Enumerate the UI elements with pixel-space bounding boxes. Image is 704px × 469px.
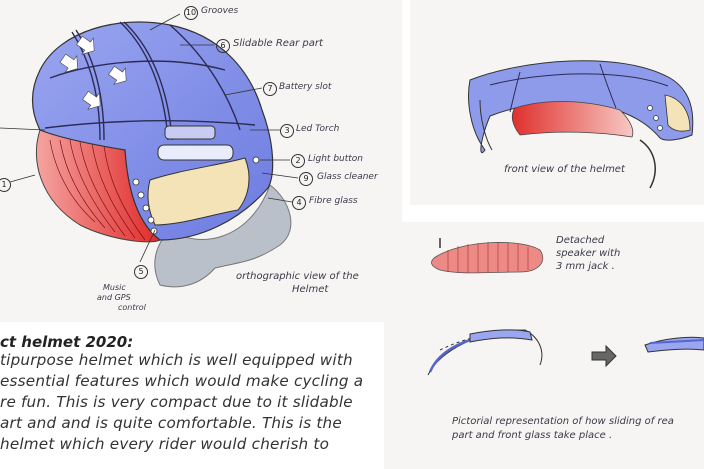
battery-slot: [164, 125, 216, 140]
light-button: [252, 156, 260, 164]
callout-6-label: Slidable Rear part: [233, 38, 323, 49]
front-view-caption: front view of the helmet: [504, 164, 625, 175]
description-title: ct helmet 2020:: [0, 333, 134, 351]
callout-2-badge: 2: [291, 154, 305, 168]
callout-5-badge: 5: [134, 265, 148, 279]
fibre-glass-shield: [154, 184, 292, 288]
callout-9-label: Glass cleaner: [317, 172, 378, 182]
description-line-4: art and and is quite comfortable. This i…: [0, 414, 342, 432]
speaker-caption-1: Detached: [556, 235, 605, 246]
pictorial-caption-1: Pictorial representation of how sliding …: [452, 416, 674, 427]
callout-1-badge: 1: [0, 178, 11, 192]
front-glass: [147, 157, 250, 226]
sliding-representation-drawing: [427, 329, 704, 376]
description-line-1: tipurpose helmet which is well equipped …: [0, 351, 353, 369]
callout-3-badge: 3: [280, 124, 294, 138]
callout-10-label: Grooves: [201, 6, 239, 16]
description-line-5: helmet which every rider would cherish t…: [0, 435, 330, 453]
ortho-caption-line1: orthographic view of the: [236, 271, 359, 282]
callout-5-label-2: and GPS: [97, 293, 131, 302]
description-line-2: essential features which would make cycl…: [0, 372, 364, 390]
callout-9-badge: 9: [299, 172, 313, 186]
callout-6-badge: 6: [216, 39, 230, 53]
callout-5-label-3: control: [118, 303, 146, 312]
led-torch: [157, 144, 234, 161]
detached-speaker-drawing: [431, 238, 544, 274]
callout-4-badge: 4: [292, 196, 306, 210]
callout-4-label: Fibre glass: [309, 196, 358, 206]
callout-7-badge: 7: [263, 82, 277, 96]
speaker-caption-2: speaker with: [556, 248, 621, 259]
ortho-caption-line2: Helmet: [292, 284, 329, 295]
callout-10-badge: 10: [184, 6, 198, 20]
callout-7-label: Battery slot: [279, 82, 332, 92]
description-line-3: re fun. This is very compact due to it s…: [0, 393, 353, 411]
callout-2-label: Light button: [308, 154, 364, 164]
front-view-drawing: [468, 60, 694, 189]
speaker-caption-3: 3 mm jack .: [556, 261, 615, 272]
callout-3-label: Led Torch: [296, 124, 340, 134]
pictorial-caption-2: part and front glass take place .: [452, 430, 613, 441]
callout-5-label-1: Music: [103, 283, 126, 292]
